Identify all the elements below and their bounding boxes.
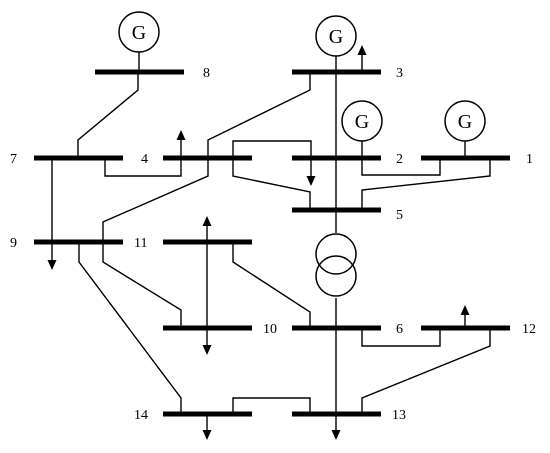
bus-label-3: 3	[396, 66, 403, 81]
line-bus4-bus5	[232, 158, 311, 210]
transformer-winding-primary	[315, 233, 357, 275]
line-bus1-bus5	[361, 158, 491, 210]
generator-bus3-symbol	[315, 15, 357, 57]
bus-label-7: 7	[10, 152, 17, 167]
generator-bus8: G	[118, 11, 160, 53]
generator-bus8-symbol	[118, 11, 160, 53]
bus-label-11: 11	[134, 236, 147, 251]
generator-bus1: G	[444, 100, 486, 142]
line-bus9-bus14	[78, 242, 182, 414]
bus-label-9: 9	[10, 236, 17, 251]
load-arrow-bus11-head	[202, 216, 212, 226]
line-bus7-bus4	[104, 158, 182, 177]
generator-bus1-label: G	[458, 111, 472, 133]
generator-bus2-label: G	[355, 111, 369, 133]
line-bus2-bus1	[361, 158, 441, 176]
connection-lines	[77, 52, 491, 414]
line-bus14-bus13	[232, 397, 311, 414]
line-bus11-bus6	[232, 242, 311, 328]
generators: G G G G	[118, 11, 486, 142]
line-bus4-bus2	[232, 140, 312, 158]
bus-labels: 8 3 7 4 2 1 5 9 11 10 6 12 14 13	[10, 66, 536, 423]
load-arrow-bus13-head	[331, 430, 341, 440]
transformer-winding-secondary	[315, 255, 357, 297]
bus-label-13: 13	[392, 408, 406, 423]
bus-label-1: 1	[526, 152, 533, 167]
bus-bars	[34, 69, 510, 417]
transformer	[315, 233, 357, 297]
load-arrow-bus2-head	[306, 176, 316, 186]
bus-label-4: 4	[141, 152, 148, 167]
load-arrow-bus9-head	[47, 260, 57, 270]
load-arrows	[47, 45, 470, 440]
bus-label-8: 8	[203, 66, 210, 81]
generator-bus8-label: G	[132, 22, 146, 44]
generator-bus3: G	[315, 15, 357, 57]
generator-bus3-label: G	[329, 26, 343, 48]
generator-bus1-symbol	[444, 100, 486, 142]
generator-bus2: G	[341, 100, 383, 142]
load-arrow-bus3-head	[357, 45, 367, 55]
load-arrow-bus12-head	[460, 305, 470, 315]
load-arrow-bus14-head	[202, 430, 212, 440]
load-arrow-bus10-head	[202, 345, 212, 355]
bus-label-2: 2	[396, 152, 403, 167]
line-bus3-bus4	[207, 72, 311, 158]
bus-label-5: 5	[396, 208, 403, 223]
bus-label-10: 10	[263, 322, 277, 337]
bus-label-6: 6	[396, 322, 403, 337]
line-bus6-bus12	[361, 328, 441, 347]
line-bus4-bus9	[102, 158, 209, 242]
line-bus9-bus10	[102, 242, 182, 328]
generator-bus2-symbol	[341, 100, 383, 142]
bus-label-14: 14	[134, 408, 148, 423]
load-arrow-bus4-head	[176, 130, 186, 140]
line-bus12-bus13	[361, 328, 491, 414]
line-bus8-bus7	[77, 72, 139, 158]
bus-label-12: 12	[522, 322, 536, 337]
